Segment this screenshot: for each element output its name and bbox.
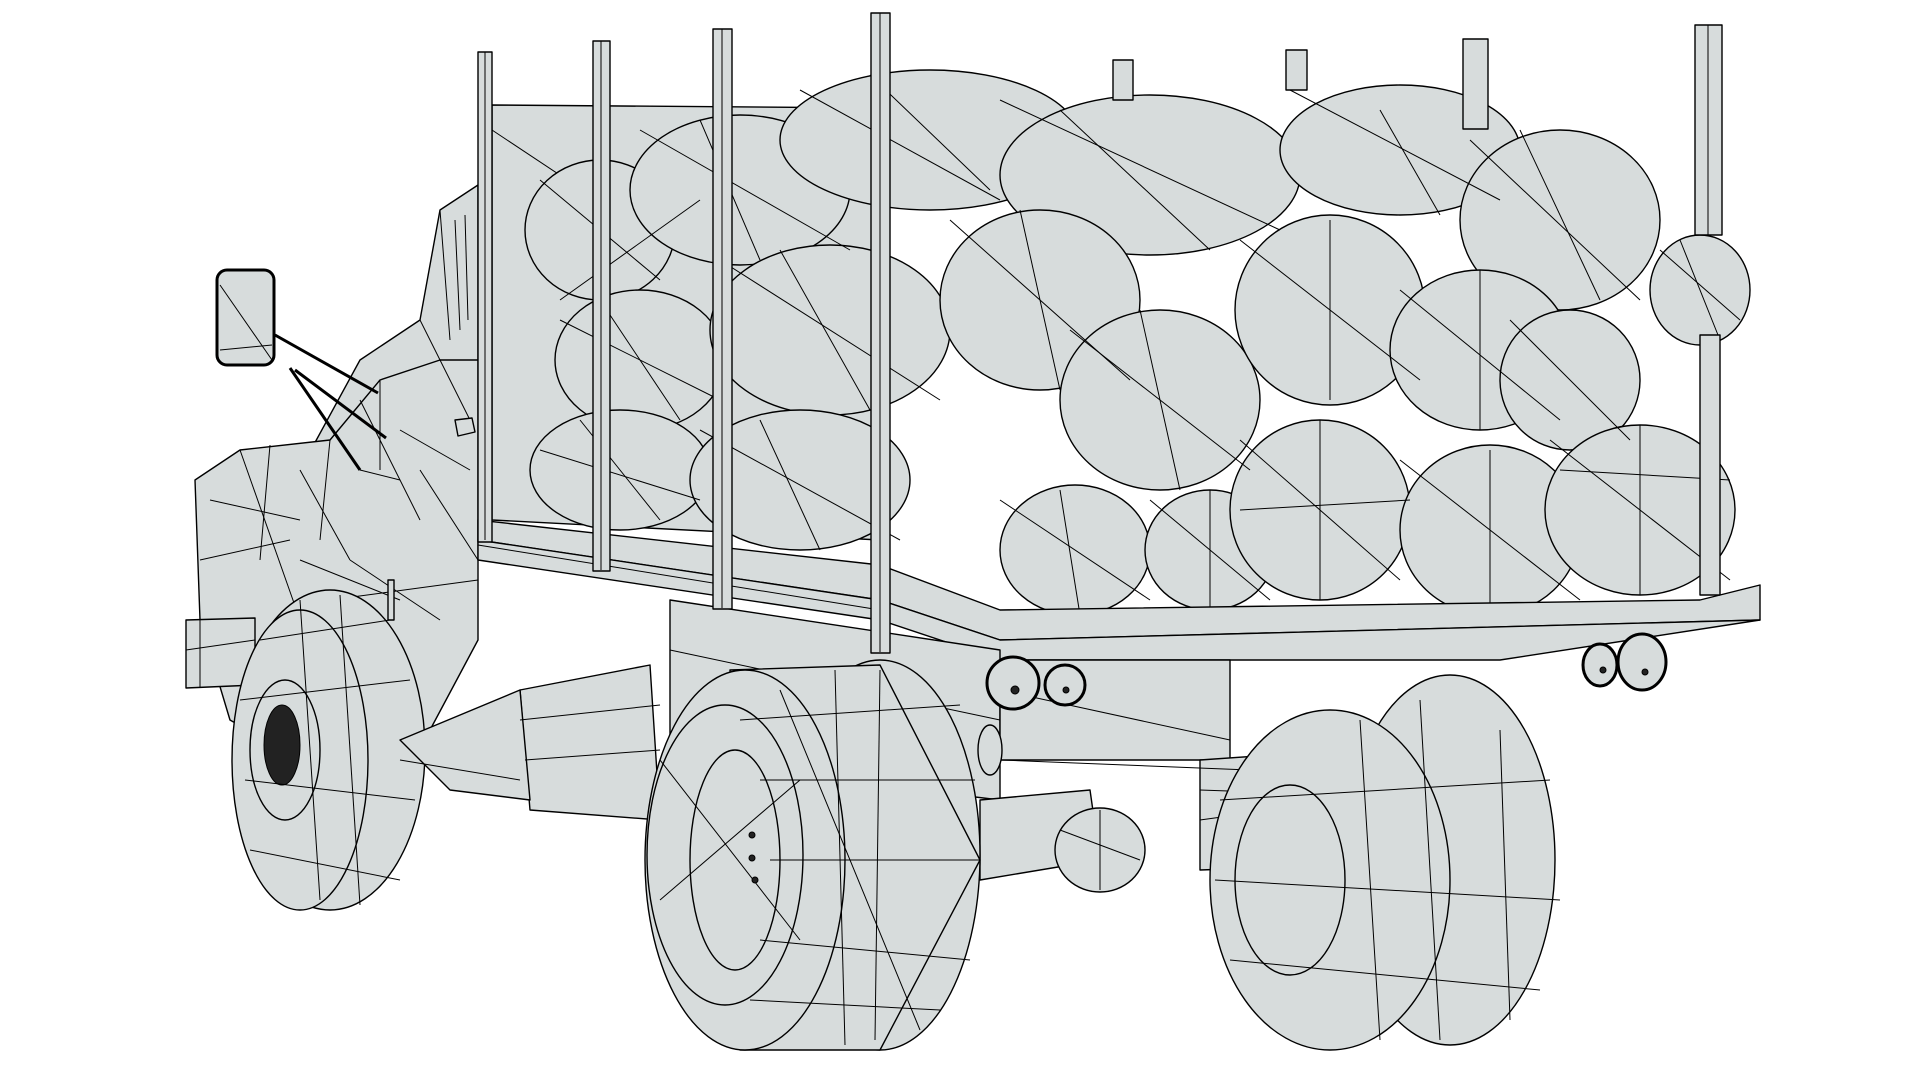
taillight-right-inner (1581, 642, 1619, 688)
rear-right-wheels (1209, 674, 1561, 1051)
side-mirror (215, 268, 387, 471)
rear-axle (977, 724, 1146, 893)
stake-post (1699, 334, 1721, 596)
fuel-tank (399, 664, 661, 821)
step-light (387, 579, 395, 621)
door-handle (454, 417, 476, 437)
stake-posts (477, 12, 1723, 654)
taillight-left-inner (1043, 663, 1087, 707)
taillights (985, 632, 1668, 711)
stake-post (1285, 49, 1308, 91)
taillight-right-outer (1616, 632, 1668, 692)
log-load (524, 69, 1751, 616)
stake-post (1462, 38, 1489, 130)
rear-left-wheels (644, 659, 981, 1051)
front-wheel (231, 589, 426, 911)
taillight-left-outer (985, 655, 1041, 711)
stake-post (1112, 59, 1134, 101)
